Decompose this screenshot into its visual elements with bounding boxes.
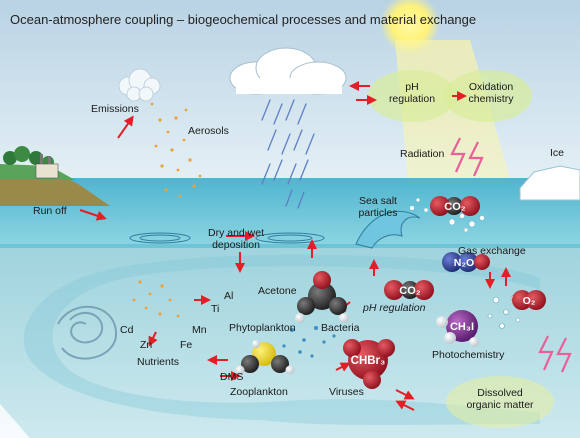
acetone-label: Acetone bbox=[258, 285, 297, 297]
dissolved-line2: organic matter bbox=[466, 398, 534, 411]
oxidation-glow bbox=[444, 70, 532, 122]
run-off-label: Run off bbox=[33, 205, 67, 217]
photochemistry-label: Photochemistry bbox=[432, 349, 505, 361]
nutrient-particles bbox=[132, 280, 180, 318]
dry-wet-line2: deposition bbox=[212, 238, 260, 251]
oxidation-chemistry-label: Oxidation chemistry bbox=[458, 81, 524, 105]
co2-surface-label: CO₂ bbox=[444, 201, 466, 213]
red-arrows bbox=[79, 81, 511, 411]
dissolved-line1: Dissolved bbox=[477, 387, 523, 399]
oxidation-line1: Oxidation bbox=[468, 81, 514, 93]
sea-salt-line1: Sea salt bbox=[359, 195, 397, 207]
mn-label: Mn bbox=[192, 324, 207, 336]
n2o-label: N₂O bbox=[454, 257, 474, 269]
factory bbox=[35, 154, 59, 179]
co2-surface-molecule: CO₂ bbox=[430, 196, 480, 216]
al-label: Al bbox=[224, 290, 234, 302]
dissolved-organic-matter-label: Dissolved organic matter bbox=[454, 387, 546, 411]
sea-salt-line2: particles bbox=[358, 206, 398, 219]
ph-regulation-top-line1: pH bbox=[405, 81, 419, 93]
dms-molecule bbox=[235, 340, 295, 375]
radiation-label: Radiation bbox=[400, 148, 445, 160]
emissions-plume bbox=[118, 68, 161, 102]
ph-glow bbox=[368, 70, 456, 122]
cd-label: Cd bbox=[120, 324, 134, 336]
nutrients-label: Nutrients bbox=[137, 356, 180, 368]
ti-label: Ti bbox=[211, 303, 220, 315]
chbr3-label: CHBr₃ bbox=[351, 355, 386, 367]
bacteria-label: Bacteria bbox=[321, 322, 360, 334]
diagram-title: Ocean-atmosphere coupling – biogeochemic… bbox=[10, 12, 477, 27]
plankton-dots bbox=[282, 326, 336, 358]
ice-floe bbox=[519, 165, 580, 201]
aerosols-label: Aerosols bbox=[188, 125, 229, 137]
corner-fade bbox=[0, 404, 30, 438]
oxidation-line2: chemistry bbox=[468, 92, 514, 105]
o2-label: O₂ bbox=[523, 295, 536, 307]
ph-regulation-top-label: pH regulation bbox=[382, 81, 442, 105]
ph-regulation-top-line2: regulation bbox=[388, 92, 436, 105]
emissions-label: Emissions bbox=[91, 103, 139, 115]
acetone-molecule bbox=[295, 271, 349, 323]
chbr3-molecule: CHBr₃ bbox=[343, 339, 395, 389]
phytoplankton-label: Phytoplankton bbox=[229, 322, 296, 334]
zn-label: Zn bbox=[140, 339, 153, 351]
rain-cloud bbox=[229, 47, 347, 95]
co2-water-molecule: CO₂ bbox=[384, 280, 434, 300]
aerosol-particles bbox=[150, 102, 202, 198]
water-divider bbox=[0, 244, 580, 248]
viruses-label: Viruses bbox=[329, 386, 364, 398]
dom-glow bbox=[446, 376, 554, 428]
whirlpool bbox=[57, 305, 118, 360]
dry-wet-line1: Dry and wet bbox=[207, 227, 265, 239]
dms-label: DMS bbox=[220, 371, 244, 383]
ch3i-label: CH₃I bbox=[450, 321, 474, 333]
sea-salt-droplets bbox=[410, 198, 428, 212]
radiation-zigzags bbox=[450, 137, 572, 373]
n2o-molecule: N₂O bbox=[442, 252, 490, 272]
ice-label: Ice bbox=[550, 147, 565, 159]
zooplankton-label: Zooplankton bbox=[230, 386, 288, 398]
dry-wet-deposition-label: Dry and wet deposition bbox=[196, 227, 276, 251]
gas-bubbles bbox=[448, 213, 485, 233]
co2-water-label: CO₂ bbox=[399, 285, 421, 297]
sea-salt-label: Sea salt particles bbox=[348, 195, 408, 219]
ph-regulation-low-label: pH regulation bbox=[363, 302, 426, 314]
ch3i-molecule: CH₃I bbox=[436, 310, 479, 347]
o2-molecule: O₂ bbox=[512, 290, 546, 310]
rain-streaks bbox=[261, 99, 315, 209]
sea-salt-wave bbox=[355, 210, 421, 249]
gas-exchange-label: Gas exchange bbox=[458, 245, 526, 257]
surface-ripples bbox=[129, 232, 325, 244]
circulation-arrow bbox=[23, 254, 541, 425]
fe-label: Fe bbox=[180, 339, 193, 351]
